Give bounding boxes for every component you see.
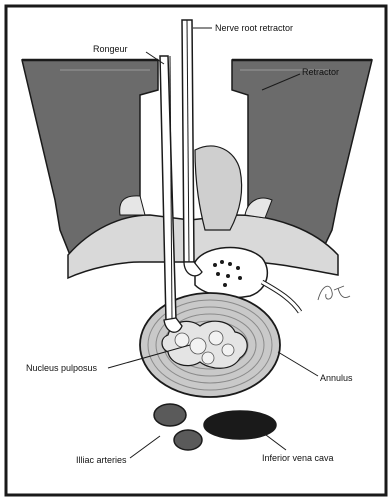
iliac-artery-left — [154, 404, 186, 426]
label-annulus: Annulus — [320, 374, 353, 383]
label-nerve-root-retractor: Nerve root retractor — [215, 24, 293, 33]
label-iliac-arteries: Illiac arteries — [76, 456, 127, 465]
label-nucleus-pulposus: Nucleus pulposus — [26, 364, 97, 373]
iliac-artery-right — [174, 430, 202, 450]
label-inferior-vena-cava: Inferior vena cava — [262, 454, 334, 463]
spinous-process — [195, 146, 242, 230]
dural-sac — [195, 247, 267, 297]
label-rongeur: Rongeur — [93, 45, 128, 54]
label-retractor: Retractor — [302, 68, 339, 77]
